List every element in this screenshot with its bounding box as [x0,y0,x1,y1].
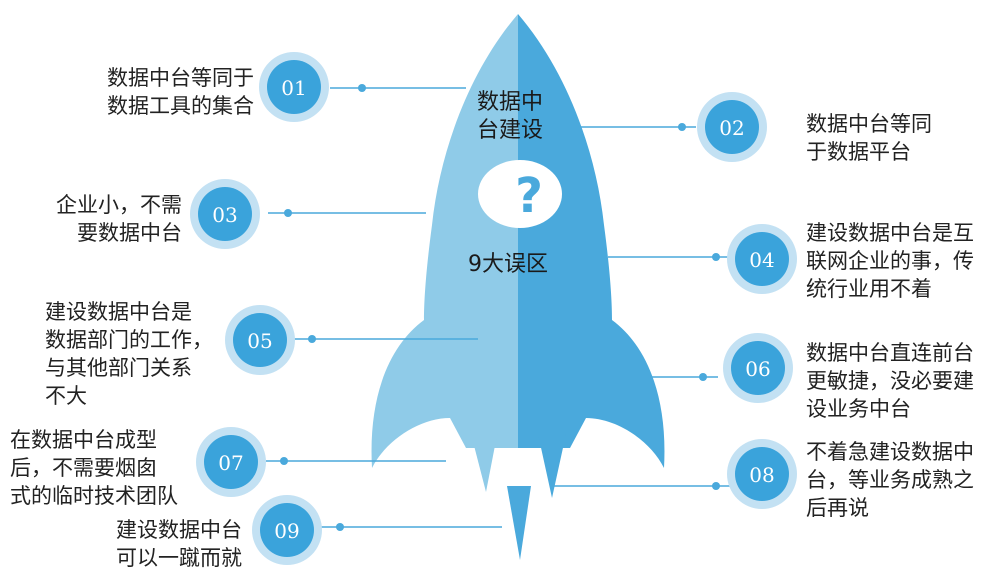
item-04-text: 建设数据中台是互 联网企业的事，传 统行业用不着 [806,221,974,301]
item-01-text: 数据中台等同于 数据工具的集合 [107,66,254,118]
badge-09-number: 09 [274,519,299,543]
rocket-flame-left [470,430,498,492]
badge-08-number: 08 [749,463,774,487]
badge-03: 03 [190,179,260,249]
badge-06-number: 06 [745,357,770,381]
item-02-text: 数据中台等同 于数据平台 [806,112,932,164]
connector-03-dot [284,209,292,217]
item-08-text: 不着急建设数据中 台，等业务成熟之 后再说 [806,440,974,520]
rocket: ? 数据中 台建设 9大误区 [371,14,665,560]
item-07-text: 在数据中台成型 后，不需要烟囱 式的临时技术团队 [10,428,178,508]
badge-02: 02 [697,92,767,162]
badge-07: 07 [196,427,266,497]
rocket-subtitle: 9大误区 [468,252,548,277]
rocket-flame-center [507,486,531,560]
item-05-text: 建设数据中台是 数据部门的工作， 与其他部门关系 不大 [45,300,213,408]
badge-03-number: 03 [212,203,237,227]
connector-06-dot [699,373,707,381]
badge-05: 05 [225,305,295,375]
badge-05-number: 05 [247,329,272,353]
item-03-text: 企业小，不需 要数据中台 [56,193,182,245]
rocket-title-line2: 台建设 [477,118,543,143]
connectors [266,84,732,531]
connector-07-dot [280,457,288,465]
badge-06: 06 [723,333,793,403]
rocket-window [478,160,562,228]
connector-05-dot [308,335,316,343]
badge-01-number: 01 [281,76,306,100]
connector-09-dot [336,523,344,531]
badge-02-number: 02 [719,116,744,140]
badge-07-number: 07 [218,451,243,475]
badges: 01 02 03 04 05 06 07 08 [190,52,797,565]
connector-04-dot [712,253,720,261]
badge-04: 04 [727,224,797,294]
rocket-body-left [371,14,518,468]
badge-01: 01 [259,52,329,122]
rocket-flame-right [538,434,566,498]
badge-09: 09 [252,495,322,565]
connector-08-dot [712,482,720,490]
rocket-body-right [518,14,665,468]
item-06-text: 数据中台直连前台 更敏捷，没必要建 设业务中台 [806,341,974,421]
badge-08: 08 [727,439,797,509]
rocket-question-mark: ? [515,168,543,224]
rocket-title-line1: 数据中 [477,90,543,115]
connector-01-dot [358,84,366,92]
item-09-text: 建设数据中台 可以一蹴而就 [116,518,242,570]
connector-02-dot [678,123,686,131]
badge-04-number: 04 [749,248,774,272]
